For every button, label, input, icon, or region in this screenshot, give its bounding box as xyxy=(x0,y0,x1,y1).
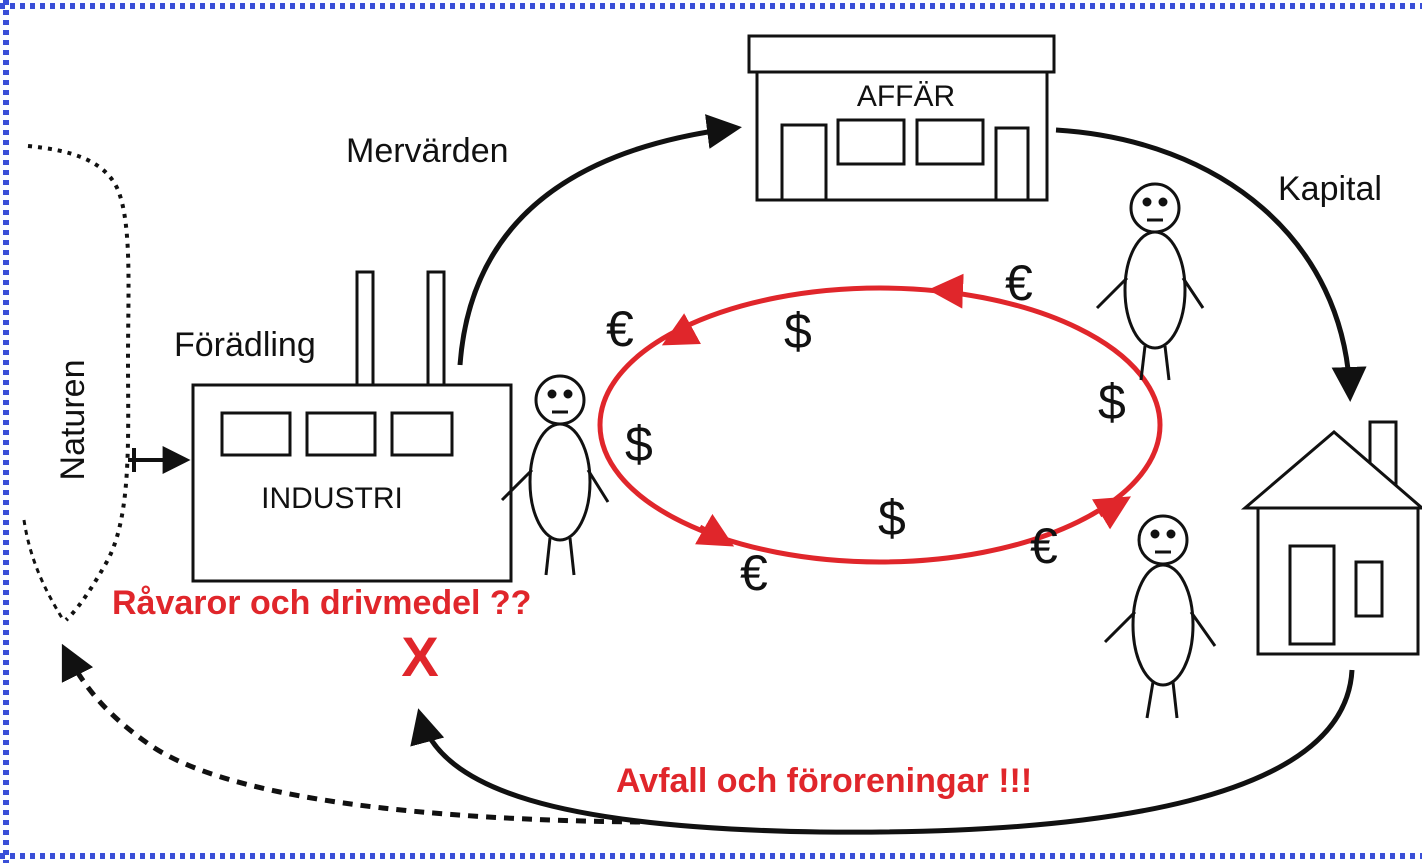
dollar-symbol: $ xyxy=(625,416,653,472)
store-building xyxy=(747,34,1056,202)
euro-symbol: € xyxy=(606,301,634,357)
chimney-right xyxy=(426,270,446,387)
waste-to-nature-arrow xyxy=(61,643,641,825)
refinement-label: Förädling xyxy=(174,326,316,364)
nature-label: Naturen xyxy=(54,360,92,481)
waste-arrow xyxy=(410,669,1355,835)
store-roof xyxy=(747,34,1056,74)
industry-label: INDUSTRI xyxy=(261,482,403,515)
nature-boundary xyxy=(27,144,131,622)
waste-label: Avfall och föroreningar !!! xyxy=(616,762,1032,800)
nature-boundary-left xyxy=(22,519,64,619)
factory-window-1 xyxy=(220,411,292,457)
person-figure xyxy=(1095,182,1205,381)
capital-arrow xyxy=(1055,127,1367,402)
house-body xyxy=(1256,506,1420,656)
added-value-arrow xyxy=(457,114,742,366)
money-loop-arrow-bottom-right xyxy=(1091,496,1132,530)
money-loop-arrow-top-right xyxy=(928,273,964,309)
person-figure xyxy=(1103,514,1217,719)
dollar-symbol: $ xyxy=(784,303,812,359)
industry-building xyxy=(191,270,513,583)
chimney-left xyxy=(355,270,375,387)
store-window-2 xyxy=(915,118,985,166)
money-loop-arrow-top-left xyxy=(661,313,701,346)
store-label: AFFÄR xyxy=(857,80,955,113)
euro-symbol: € xyxy=(1005,255,1033,311)
store-door-left xyxy=(780,123,828,202)
euro-symbol: € xyxy=(740,545,768,601)
money-loop xyxy=(597,285,1163,565)
capital-label: Kapital xyxy=(1278,170,1382,208)
store-window-1 xyxy=(836,118,906,166)
raw-materials-label: Råvaror och drivmedel ?? xyxy=(112,584,531,622)
dollar-symbol: $ xyxy=(1098,374,1126,430)
added-value-label: Mervärden xyxy=(346,132,509,170)
house-door xyxy=(1288,544,1336,646)
factory-window-3 xyxy=(390,411,454,457)
cross-mark: X xyxy=(401,625,438,688)
person-figure xyxy=(500,374,610,576)
factory-window-2 xyxy=(305,411,377,457)
house xyxy=(1240,420,1422,656)
store-door-right xyxy=(994,126,1030,202)
money-loop-arrow-bottom-left xyxy=(695,513,735,547)
euro-symbol: € xyxy=(1030,518,1058,574)
dollar-symbol: $ xyxy=(878,490,906,546)
house-window xyxy=(1354,560,1384,618)
